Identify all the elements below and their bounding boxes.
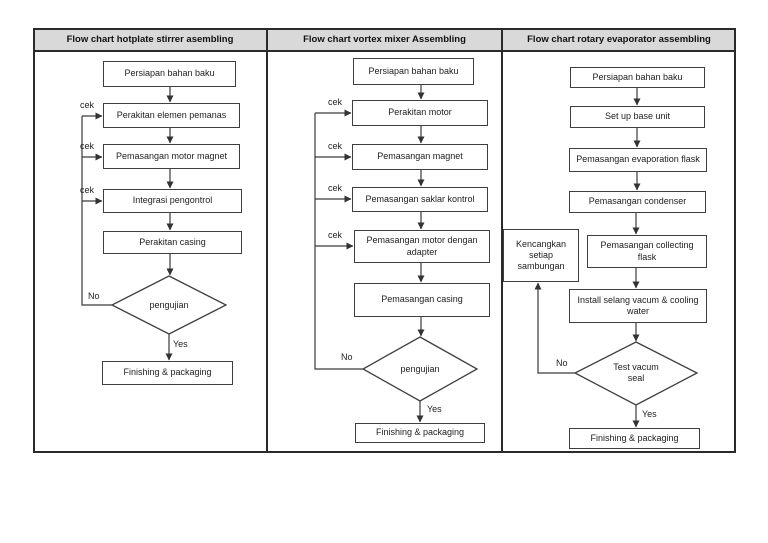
edge-label-cek: cek xyxy=(80,185,95,195)
table-column-divider xyxy=(266,28,268,453)
process-step: Pemasangan casing xyxy=(354,283,490,317)
edge-label-cek: cek xyxy=(328,141,343,151)
process-step: Perakitan casing xyxy=(103,231,242,254)
decision-label: pengujian xyxy=(149,299,189,310)
decision-label: pengujian xyxy=(400,363,440,374)
process-step: Pemasangan evaporation flask xyxy=(569,148,707,172)
edge-label-cek: cek xyxy=(80,100,95,110)
process-step: Integrasi pengontrol xyxy=(103,189,242,213)
process-step: Persiapan bahan baku xyxy=(570,67,705,88)
decision-label: Test vacum seal xyxy=(613,362,659,383)
edge-label-no: No xyxy=(556,358,568,368)
process-step: Install selang vacum & cooling water xyxy=(569,289,707,323)
process-step: Set up base unit xyxy=(570,106,705,128)
edge-label-yes: Yes xyxy=(173,339,188,349)
process-step: Finishing & packaging xyxy=(569,428,700,449)
edge-label-no: No xyxy=(341,352,353,362)
edge-label-cek: cek xyxy=(328,183,343,193)
process-step: Pemasangan collecting flask xyxy=(587,235,707,268)
edge-label-cek: cek xyxy=(328,97,343,107)
edge-label-cek: cek xyxy=(328,230,343,240)
process-step: Pemasangan motor dengan adapter xyxy=(354,230,490,263)
process-step: Perakitan elemen pemanas xyxy=(103,103,240,128)
edge-label-cek: cek xyxy=(80,141,95,151)
process-step: Pemasangan motor magnet xyxy=(103,144,240,169)
table-header-underline xyxy=(33,50,736,52)
process-step: Finishing & packaging xyxy=(102,361,233,385)
table-column-divider xyxy=(501,28,503,453)
edge-label-no: No xyxy=(88,291,100,301)
process-step: Finishing & packaging xyxy=(355,423,485,443)
table-header-background xyxy=(33,28,736,51)
edge-label-yes: Yes xyxy=(427,404,442,414)
flowchart-1-header: Flow chart hotplate stirrer asembling xyxy=(66,34,234,45)
flowchart-2-header: Flow chart vortex mixer Assembling xyxy=(303,34,466,45)
process-step: Pemasangan condenser xyxy=(569,191,706,213)
edge-label-yes: Yes xyxy=(642,409,657,419)
process-step: Perakitan motor xyxy=(352,100,488,126)
process-step: Persiapan bahan baku xyxy=(353,58,474,85)
process-step: Pemasangan saklar kontrol xyxy=(352,187,488,212)
process-step: Pemasangan magnet xyxy=(352,144,488,170)
process-step: Persiapan bahan baku xyxy=(103,61,236,87)
side-note-box: Kencangkan setiap sambungan xyxy=(503,229,579,282)
flowchart-3-header: Flow chart rotary evaporator assembling xyxy=(527,34,711,45)
